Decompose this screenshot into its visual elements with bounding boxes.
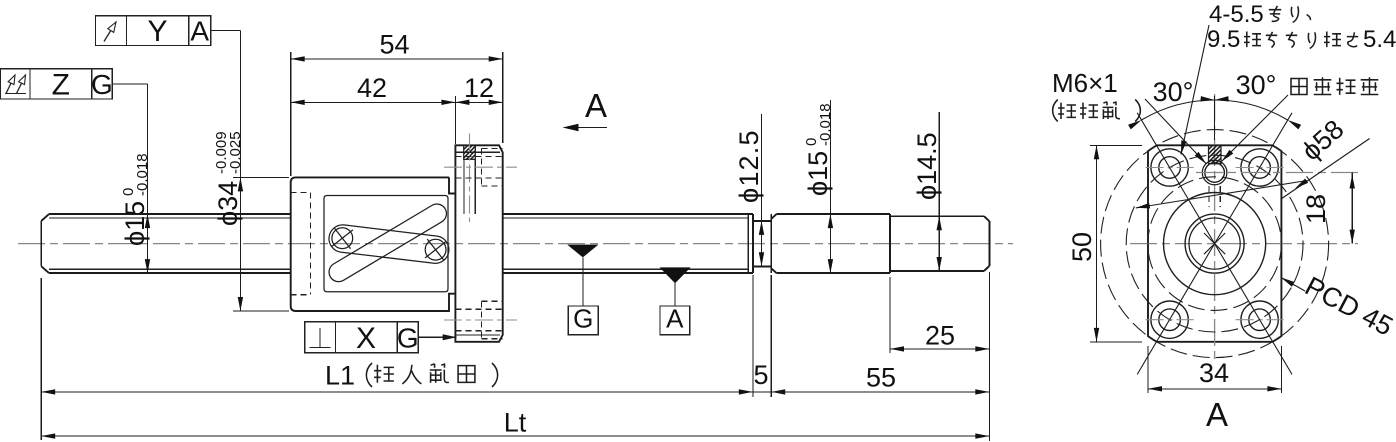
svg-text:G: G [573,304,593,334]
svg-text:0: 0 [120,188,137,196]
svg-text:G: G [91,69,113,100]
svg-text:9.5: 9.5 [1207,26,1240,53]
svg-text:5.4: 5.4 [1363,26,1396,53]
svg-text:Y: Y [147,15,167,48]
svg-text:30°: 30° [1153,77,1194,107]
svg-text:ϕ15: ϕ15 [803,151,833,196]
svg-text:A: A [585,87,607,124]
svg-text:34: 34 [1199,358,1229,388]
svg-text:50: 50 [1067,232,1097,262]
svg-text:54: 54 [379,30,409,60]
svg-text:0: 0 [803,138,820,146]
svg-text:Lt: Lt [504,408,527,438]
svg-text:5: 5 [753,360,768,390]
svg-text:-0.009: -0.009 [213,131,230,174]
svg-text:M6×1: M6×1 [1052,68,1118,98]
svg-text:ϕ14.5: ϕ14.5 [912,132,942,200]
svg-text:55: 55 [866,362,896,392]
svg-text:Z: Z [52,69,70,102]
svg-text:L1: L1 [325,361,355,391]
svg-text:-0.018: -0.018 [134,153,151,196]
svg-text:4-5.5: 4-5.5 [1209,1,1264,28]
svg-text:A: A [1206,396,1228,433]
svg-text:X: X [356,322,376,355]
svg-text:25: 25 [925,321,955,351]
svg-text:A: A [666,304,684,334]
svg-text:ϕ15: ϕ15 [120,201,150,246]
svg-text:30°: 30° [1236,70,1277,100]
svg-text:ϕ34: ϕ34 [213,181,243,226]
svg-text:A: A [190,16,209,47]
svg-text:42: 42 [357,73,387,103]
svg-text:18: 18 [1301,194,1331,224]
svg-text:12: 12 [464,73,494,103]
svg-text:-0.025: -0.025 [227,131,244,174]
svg-text:-0.018: -0.018 [817,103,834,146]
svg-text:G: G [397,323,419,354]
svg-text:ϕ12.5: ϕ12.5 [734,129,764,203]
